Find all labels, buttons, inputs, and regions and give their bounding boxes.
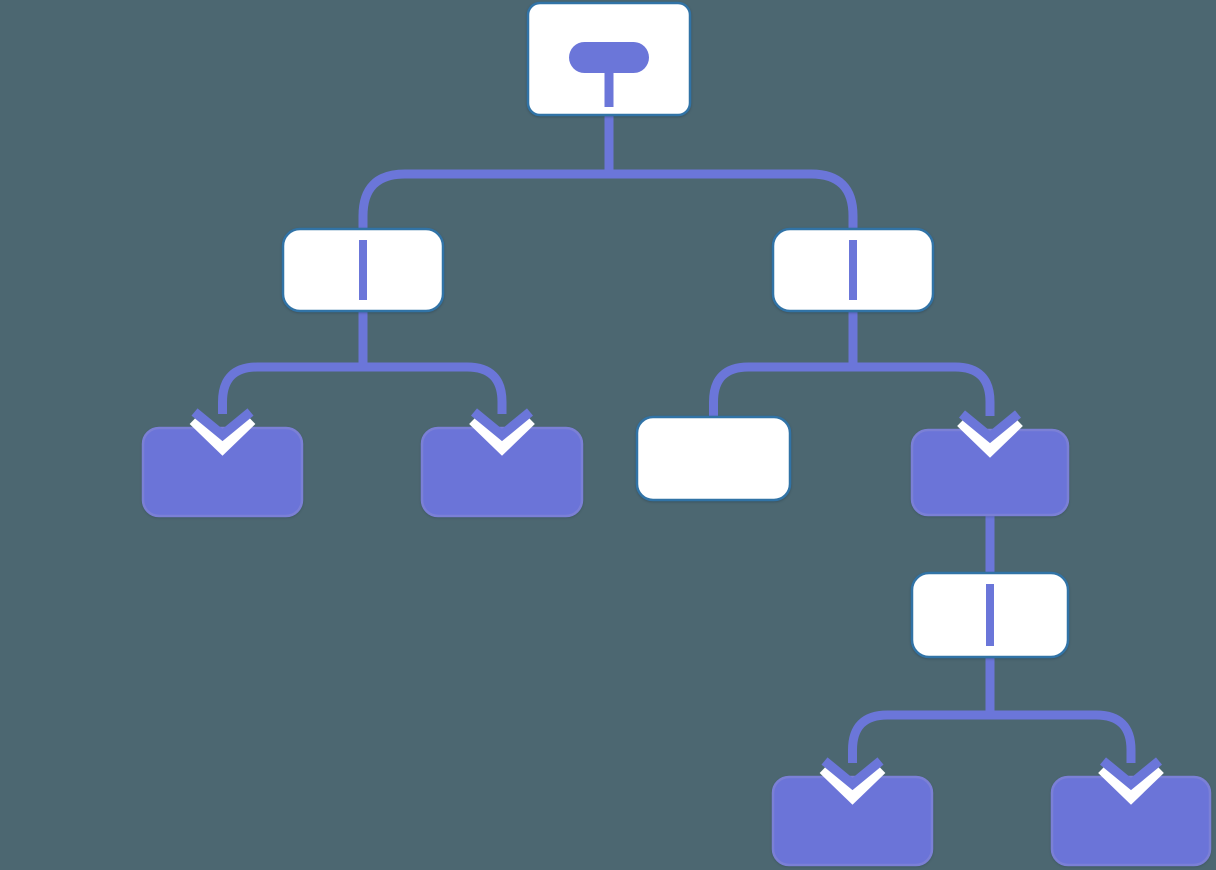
vline-glyph — [849, 240, 857, 300]
vline-glyph — [986, 584, 994, 646]
arrow-chevron-purple-icon — [470, 408, 534, 442]
arrow-chevron-white-icon — [469, 413, 535, 456]
arrow-chevron-white-icon — [957, 415, 1023, 458]
arrow-chevron-white-icon — [1098, 762, 1164, 805]
action-node-1[interactable] — [141, 426, 304, 518]
arrow-chevron-purple-icon — [821, 757, 884, 791]
arrow-chevron-white-icon — [819, 762, 886, 805]
arrow-chevron-purple-icon — [1099, 757, 1163, 791]
connector-bottom-split — [848, 657, 1136, 763]
vline-glyph — [359, 240, 367, 300]
plain-node[interactable] — [635, 415, 792, 502]
pill-stem-glyph — [604, 73, 614, 107]
action-node-2[interactable] — [420, 426, 584, 518]
arrow-chevron-white-icon — [189, 413, 256, 456]
arrow-chevron-purple-icon — [191, 408, 254, 442]
action-node-3[interactable] — [910, 428, 1070, 517]
connector-right-split — [709, 311, 995, 419]
connector-left-split — [218, 311, 507, 414]
action-node-5[interactable] — [1050, 775, 1212, 867]
connector-root-split — [358, 115, 858, 231]
arrow-chevron-purple-icon — [958, 410, 1022, 444]
action-node-4[interactable] — [771, 775, 934, 867]
pill-glyph — [569, 42, 649, 73]
